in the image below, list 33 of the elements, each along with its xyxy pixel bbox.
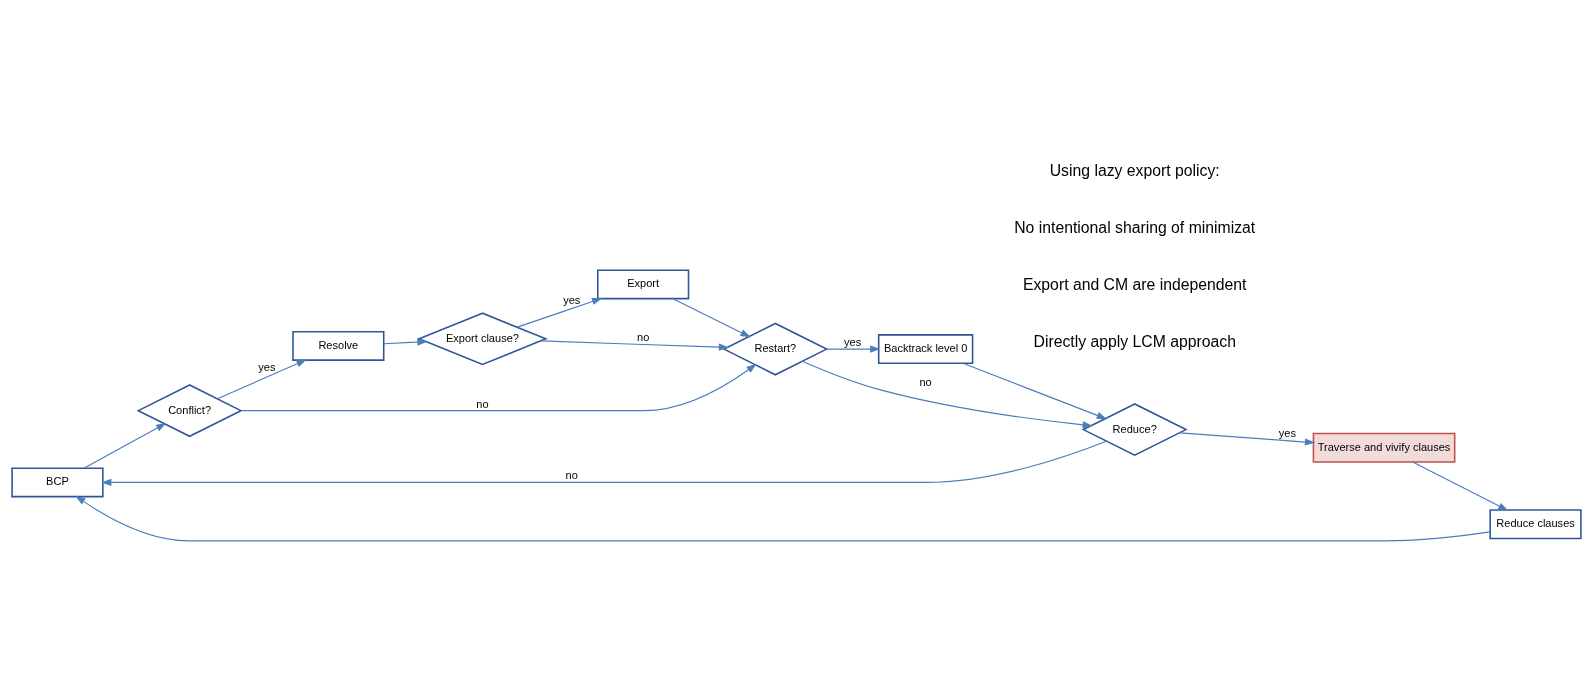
node-box: Reduce clauses (1489, 508, 1582, 539)
node-box: Backtrack level 0 (877, 333, 974, 364)
node-box: BCP (11, 466, 104, 497)
edge-label: no (919, 375, 932, 388)
node-box: Traverse and vivify clauses (1312, 432, 1456, 463)
arrow (83, 422, 167, 469)
arrow (962, 362, 1107, 419)
node-box: Export (597, 268, 690, 299)
arrow (383, 337, 428, 346)
arrow (540, 339, 730, 351)
arrow (672, 297, 751, 337)
arrow (240, 363, 757, 411)
label: Export and CM are independent (1022, 275, 1247, 293)
arrow (801, 360, 1093, 428)
arrow (826, 345, 881, 353)
arrow (1179, 431, 1316, 446)
edge-label: no (565, 468, 578, 481)
arrow (516, 297, 603, 328)
edge-label: yes (844, 335, 862, 348)
edge-label: yes (258, 360, 276, 373)
node-box: Resolve (292, 330, 385, 361)
edge-label: no (637, 330, 650, 343)
node-diamond: Conflict? (136, 383, 243, 437)
edge-label: yes (1278, 426, 1296, 439)
label: Directly apply LCM approach (1033, 332, 1236, 350)
arrow (75, 495, 1491, 541)
edge-label: no (476, 397, 489, 410)
arrow (1412, 460, 1509, 511)
label: No intentional sharing of minimizat (1014, 218, 1256, 236)
arrow (101, 440, 1107, 486)
edge-label: yes (563, 293, 581, 306)
arrow (216, 359, 307, 399)
label: Using lazy export policy: (1049, 161, 1220, 179)
